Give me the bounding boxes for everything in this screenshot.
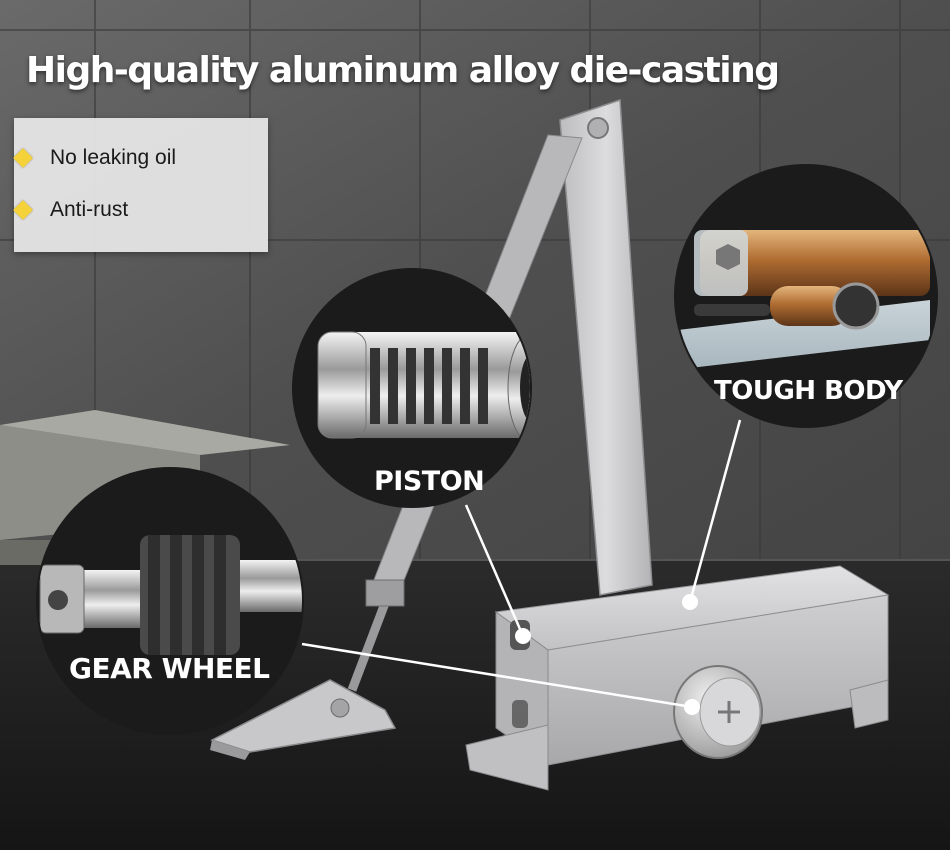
feature-item: No leaking oil xyxy=(13,146,177,170)
feature-item: Anti-rust xyxy=(13,198,129,222)
feature-label: No leaking oil xyxy=(50,146,177,169)
headline: High-quality aluminum alloy die-casting xyxy=(26,50,780,91)
diamond-bullet-icon xyxy=(13,148,33,168)
piston-callout-label: PISTON xyxy=(374,466,485,497)
gear-wheel-callout-label: GEAR WHEEL xyxy=(69,652,270,685)
feature-list xyxy=(14,118,268,252)
diamond-bullet-icon xyxy=(13,200,33,220)
tough-body-callout-label: TOUGH BODY xyxy=(714,376,903,406)
feature-label: Anti-rust xyxy=(50,198,129,221)
